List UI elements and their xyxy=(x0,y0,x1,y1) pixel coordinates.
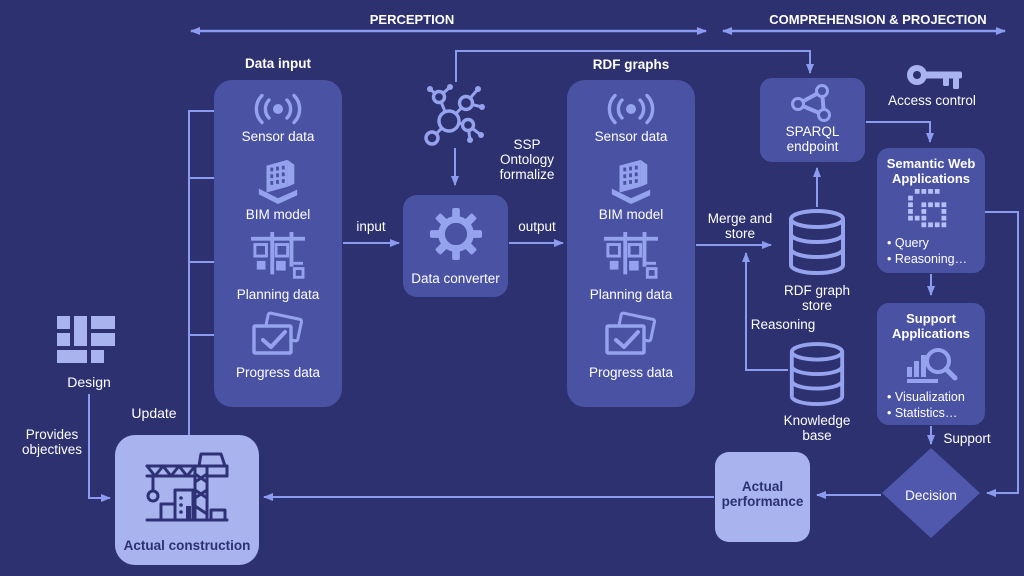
bullet-query: • Query xyxy=(887,236,929,250)
sparql-endpoint-box: SPARQL endpoint xyxy=(760,78,865,162)
ontology-label: SSP Ontology formalize xyxy=(499,137,555,182)
support-apps-title: Support Applications xyxy=(891,311,970,341)
access-control-label: Access control xyxy=(888,93,976,108)
sparql-endpoint-label: SPARQL endpoint xyxy=(785,124,840,154)
ontology-to-sparql-arrow xyxy=(455,50,814,82)
actual-construction-label: Actual construction xyxy=(123,538,251,553)
semantic-web-apps-box: Semantic Web Applications • Query • Reas… xyxy=(877,148,985,273)
support-apps-box: Support Applications • Visualization • S… xyxy=(877,303,985,425)
sensor-icon xyxy=(254,93,302,125)
progress-data-icon xyxy=(605,311,657,355)
rdf-item-progress: Progress data xyxy=(567,311,695,380)
bim-model-icon xyxy=(611,159,651,204)
actual-performance-label: Actual performance xyxy=(721,479,804,509)
output-label: output xyxy=(518,219,556,234)
data-input-item-sensor: Sensor data xyxy=(214,92,342,144)
semantic-web-apps-title: Semantic Web Applications xyxy=(886,156,976,186)
bullet-statistics: • Statistics… xyxy=(887,406,958,420)
rdf-graph-store-label: RDF graph store xyxy=(783,283,851,313)
data-input-box: Sensor data BIM model xyxy=(214,80,342,407)
semantic-apps-bullets: • Query • Reasoning… xyxy=(887,235,967,267)
access-control-key-icon xyxy=(907,65,962,89)
knowledge-base-icon xyxy=(789,342,845,407)
decision-diamond xyxy=(882,448,980,538)
semantic-apps-dotted-icon xyxy=(908,189,947,228)
data-input-title: Data input xyxy=(245,56,311,71)
data-converter-box: Data converter xyxy=(403,195,508,297)
merge-store-label: Merge and store xyxy=(707,211,773,241)
apps-to-decision-arrow xyxy=(985,211,1019,497)
bim-model-icon xyxy=(258,159,298,204)
rdf-item-sensor: Sensor data xyxy=(567,92,695,144)
rdf-graph-store-icon xyxy=(789,209,845,275)
comprehension-header: COMPREHENSION & PROJECTION xyxy=(769,12,987,27)
design-label: Design xyxy=(67,374,111,390)
progress-data-icon xyxy=(252,311,304,355)
rdf-graphs-title: RDF graphs xyxy=(592,57,670,72)
planning-data-icon xyxy=(251,232,305,279)
input-label: input xyxy=(356,219,386,234)
rdf-item-bim: BIM model xyxy=(567,158,695,222)
actual-construction-box: Actual construction xyxy=(115,435,259,565)
support-label: Support xyxy=(943,431,991,446)
data-input-item-bim: BIM model xyxy=(214,158,342,222)
rdf-item-planning: Planning data xyxy=(567,232,695,302)
support-apps-bullets: • Visualization • Statistics… xyxy=(887,389,965,421)
ontology-graph-icon xyxy=(424,84,485,146)
planning-data-icon xyxy=(604,232,658,279)
bullet-visualization: • Visualization xyxy=(887,390,965,404)
reasoning-label: Reasoning xyxy=(750,317,816,332)
perception-header: PERCEPTION xyxy=(369,12,455,27)
actual-performance-box: Actual performance xyxy=(715,452,810,542)
statistics-search-icon xyxy=(907,348,958,383)
update-label: Update xyxy=(131,405,177,421)
decision-label: Decision xyxy=(905,488,957,503)
reasoning-arrow xyxy=(742,252,788,371)
provides-objectives-label: Provides objectives xyxy=(21,427,83,457)
crane-icon xyxy=(145,452,229,522)
data-input-item-progress: Progress data xyxy=(214,311,342,380)
rdf-graphs-box: Sensor data BIM model xyxy=(567,80,695,407)
gear-icon xyxy=(429,207,483,261)
sparql-graph-icon xyxy=(791,84,831,122)
sensor-icon xyxy=(607,93,655,125)
bullet-reasoning: • Reasoning… xyxy=(887,252,968,266)
data-input-item-planning: Planning data xyxy=(214,232,342,302)
design-plan-icon xyxy=(57,316,115,363)
data-converter-label: Data converter xyxy=(411,271,500,286)
design-to-construction-arrow xyxy=(88,394,111,502)
knowledge-base-label: Knowledge base xyxy=(783,413,851,443)
sparql-to-apps-arrow xyxy=(866,121,934,143)
